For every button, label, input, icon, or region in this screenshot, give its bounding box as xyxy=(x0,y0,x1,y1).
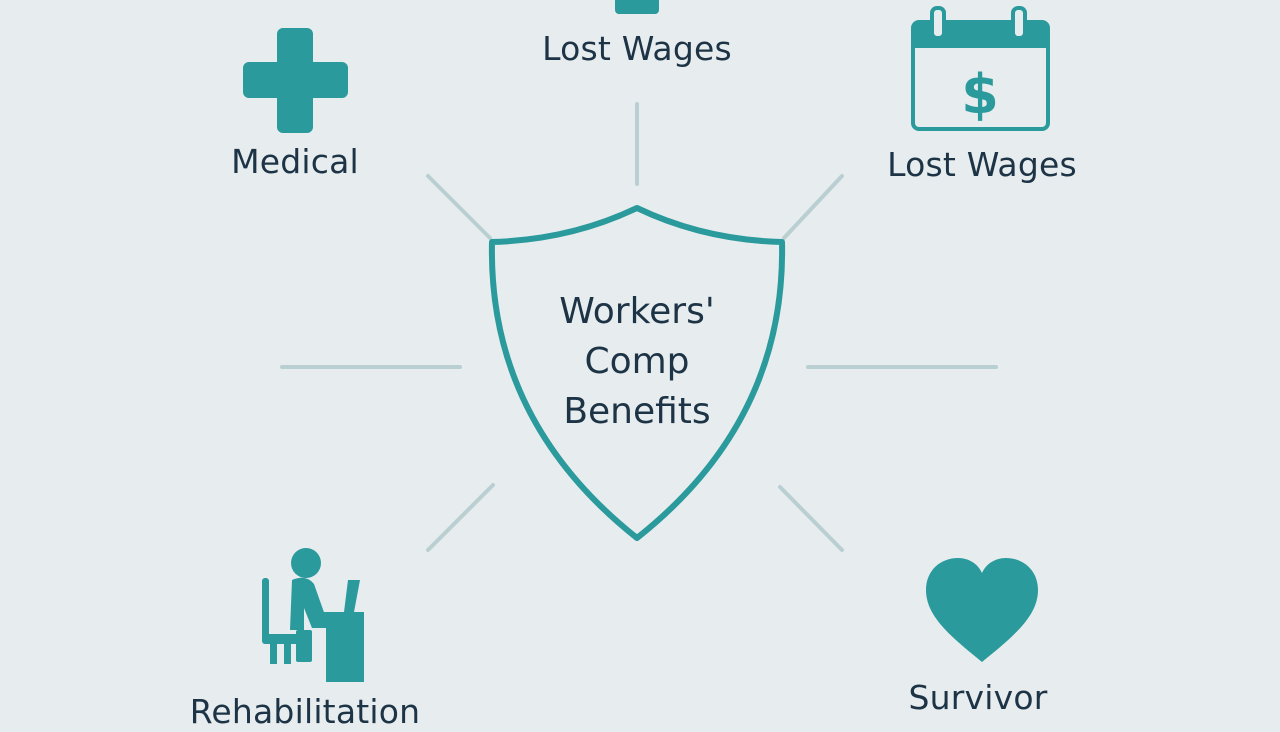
benefit-label-survivor: Survivor xyxy=(908,678,1048,717)
heart-icon xyxy=(926,558,1038,662)
center-title: Workers' Comp Benefits xyxy=(507,287,767,437)
calendar-dollar-icon: $ xyxy=(911,6,1050,131)
connector-lines xyxy=(280,102,998,552)
connector-bottom-left xyxy=(426,483,495,552)
medical-cross-icon xyxy=(243,28,348,133)
connector-top-right xyxy=(782,174,844,240)
center-title-line-3: Benefits xyxy=(563,391,711,432)
benefit-label-rehabilitation: Rehabilitation xyxy=(189,692,421,731)
center-title-line-2: Comp xyxy=(584,341,690,382)
benefit-label-medical: Medical xyxy=(231,142,359,181)
svg-text:$: $ xyxy=(961,63,999,126)
shield-icon xyxy=(488,205,786,541)
connector-top-left xyxy=(426,174,492,240)
square-icon xyxy=(615,0,659,14)
center-title-line-1: Workers' xyxy=(559,291,715,332)
benefit-label-lost-wages-right: Lost Wages xyxy=(887,145,1077,184)
connector-bottom-right xyxy=(778,485,844,552)
benefit-label-lost-wages-top: Lost Wages xyxy=(542,29,732,68)
person-at-desk-icon xyxy=(262,548,364,682)
